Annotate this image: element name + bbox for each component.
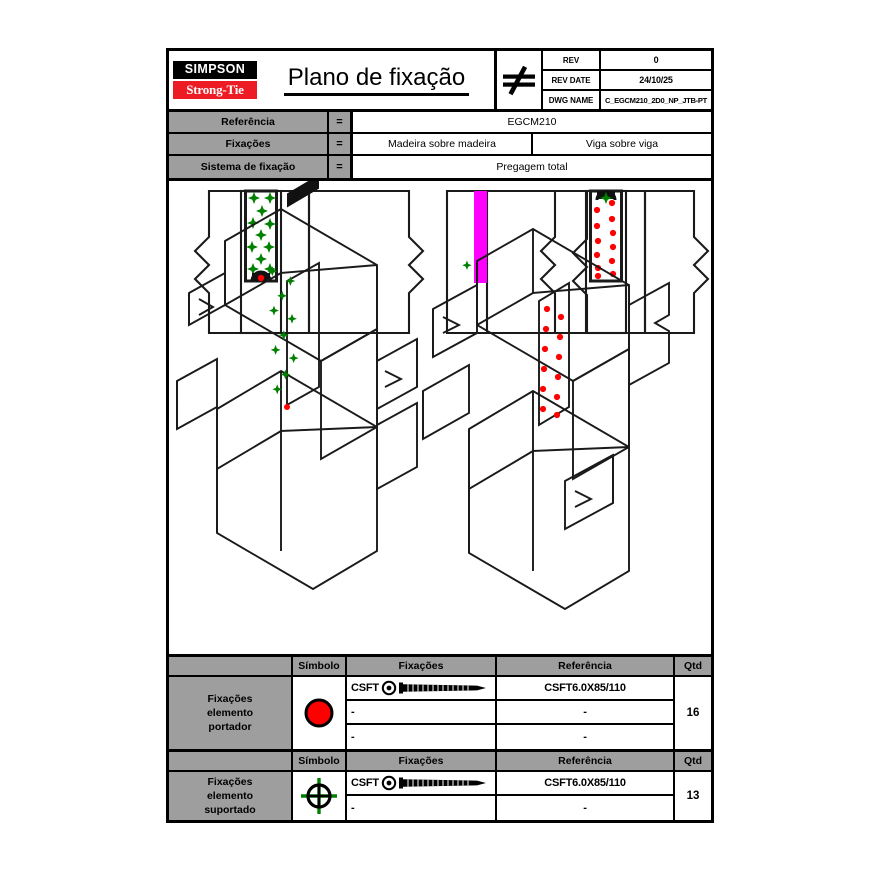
info-value-referencia: EGCM210 bbox=[353, 112, 711, 132]
simpson-strongtie-logo: SIMPSON Strong-Tie bbox=[169, 51, 259, 109]
legend-header-referencia-2: Referência bbox=[497, 752, 675, 770]
legend-fixacao-cell: - bbox=[347, 796, 497, 820]
rev-row: REV 0 bbox=[543, 51, 711, 71]
info-row-sistema: Sistema de fixação = Pregagem total bbox=[169, 156, 711, 178]
view-2d-left-red-marker bbox=[257, 274, 265, 282]
rev-date-row: REV DATE 24/10/25 bbox=[543, 71, 711, 91]
rev-label: REV bbox=[543, 51, 601, 69]
drawing-canvas bbox=[169, 181, 711, 654]
legend-header-row-1: Símbolo Fixações Referência Qtd bbox=[169, 657, 711, 677]
title-block: SIMPSON Strong-Tie Plano de fixação REV … bbox=[169, 51, 711, 112]
legend-symbol-cell-supported bbox=[293, 772, 347, 820]
legend-referencia-value: - bbox=[497, 701, 673, 723]
view-2d-middle bbox=[445, 189, 589, 335]
legend-qtd-supported: 13 bbox=[675, 772, 711, 820]
info-label-fixacoes: Fixações bbox=[169, 134, 329, 154]
legend-desc-line-3: portador bbox=[208, 721, 252, 734]
rev-date-value: 24/10/25 bbox=[639, 75, 673, 85]
legend-rows-supported: CSFT bbox=[347, 772, 675, 820]
info-eq-referencia: = bbox=[329, 112, 353, 132]
legend-row: - - bbox=[347, 725, 673, 749]
rev-value: 0 bbox=[653, 55, 659, 65]
view-3d-left bbox=[176, 207, 418, 591]
legend-fixacao-label: - bbox=[351, 731, 355, 743]
legend-row: CSFT bbox=[347, 772, 673, 796]
legend-header-simbolo-2: Símbolo bbox=[293, 752, 347, 770]
legend-referencia-value: - bbox=[497, 796, 673, 820]
rev-date-label: REV DATE bbox=[543, 71, 601, 89]
projection-symbol-cell bbox=[497, 51, 543, 109]
legend-fixacao-cell: CSFT bbox=[347, 772, 497, 794]
legend-desc-line-2: elemento bbox=[206, 706, 254, 719]
info-label-referencia: Referência bbox=[169, 112, 329, 132]
legend-fixacao-cell: - bbox=[347, 725, 497, 749]
legend-symbol-cell-carrier bbox=[293, 677, 347, 749]
legend-header-blank-2 bbox=[169, 752, 293, 770]
legend-referencia-value: CSFT6.0X85/110 bbox=[497, 772, 673, 794]
view-2d-left-green-markers bbox=[246, 192, 276, 275]
legend-header-fixacoes-1: Fixações bbox=[347, 657, 497, 675]
info-value-sistema: Pregagem total bbox=[353, 156, 711, 178]
info-row-fixacoes: Fixações = Madeira sobre madeira Viga so… bbox=[169, 134, 711, 156]
legend-description-carrier: Fixações elemento portador bbox=[169, 677, 293, 749]
legend-fixacao-cell: - bbox=[347, 701, 497, 723]
view-2d-middle-magenta-band bbox=[474, 191, 487, 283]
legend-row: CSFT bbox=[347, 677, 673, 701]
view-2d-right-connector bbox=[595, 189, 617, 204]
view-3d-left-markers bbox=[267, 181, 319, 410]
info-row-referencia: Referência = EGCM210 bbox=[169, 112, 711, 134]
legend-fixacao-label: - bbox=[351, 706, 355, 718]
dwg-name-row: DWG NAME C_EGCM210_2D0_NP_JTB-PT bbox=[543, 91, 711, 109]
info-value-fixacoes-2: Viga sobre viga bbox=[531, 134, 711, 154]
legend-fixacao-label: CSFT bbox=[351, 777, 379, 789]
not-equal-icon bbox=[503, 65, 535, 96]
legend-fixacao-cell: CSFT bbox=[347, 677, 497, 699]
view-2d-left bbox=[193, 189, 425, 335]
legend-body-2: Fixações elemento suportado bbox=[169, 772, 711, 820]
legend-header-referencia-1: Referência bbox=[497, 657, 675, 675]
legend-header-qtd-2: Qtd bbox=[683, 755, 703, 767]
legend-header-row-2: Símbolo Fixações Referência Qtd bbox=[169, 752, 711, 772]
info-label-sistema: Sistema de fixação bbox=[169, 156, 329, 178]
legend-desc-line-3: suportado bbox=[204, 804, 256, 817]
info-table: Referência = EGCM210 Fixações = Madeira … bbox=[169, 112, 711, 181]
revision-meta-block: REV 0 REV DATE 24/10/25 DWG NAME C_EGCM2… bbox=[543, 51, 711, 109]
info-eq-fixacoes: = bbox=[329, 134, 353, 154]
legend-referencia-value: CSFT6.0X85/110 bbox=[497, 677, 673, 699]
logo-strongtie-text: Strong-Tie bbox=[173, 80, 257, 99]
legend-header-simbolo-1: Símbolo bbox=[293, 657, 347, 675]
legend-desc-line-1: Fixações bbox=[207, 692, 253, 705]
legend-header-qtd-1: Qtd bbox=[683, 660, 703, 672]
red-filled-circle-icon bbox=[304, 698, 334, 728]
info-value-fixacoes-1: Madeira sobre madeira bbox=[353, 134, 531, 154]
dwg-name-value: C_EGCM210_2D0_NP_JTB-PT bbox=[605, 95, 707, 105]
dwg-name-label: DWG NAME bbox=[543, 91, 601, 109]
legend-body-1: Fixações elemento portador CSFT bbox=[169, 677, 711, 749]
legend-table-supported: Símbolo Fixações Referência Qtd Fixações… bbox=[169, 749, 711, 820]
info-eq-sistema: = bbox=[329, 156, 353, 178]
view-3d-right bbox=[422, 227, 670, 611]
legend-description-supported: Fixações elemento suportado bbox=[169, 772, 293, 820]
legend-table-carrier: Símbolo Fixações Referência Qtd Fixações… bbox=[169, 654, 711, 749]
green-crosshair-circle-icon bbox=[301, 778, 337, 814]
legend-header-fixacoes-2: Fixações bbox=[347, 752, 497, 770]
legend-desc-line-1: Fixações bbox=[207, 775, 253, 788]
legend-referencia-value: - bbox=[497, 725, 673, 749]
legend-row: - - bbox=[347, 701, 673, 725]
drawing-title-cell: Plano de fixação bbox=[259, 51, 497, 109]
legend-header-blank-1 bbox=[169, 657, 293, 675]
legend-fixacao-label: CSFT bbox=[351, 682, 379, 694]
legend-rows-carrier: CSFT bbox=[347, 677, 675, 749]
technical-drawing bbox=[176, 181, 710, 611]
page-title: Plano de fixação bbox=[283, 64, 470, 96]
view-2d-right bbox=[539, 189, 710, 335]
legend-row: - - bbox=[347, 796, 673, 820]
legend-fixacao-label: - bbox=[351, 802, 355, 814]
screw-icon bbox=[381, 680, 486, 696]
screw-icon bbox=[381, 775, 486, 791]
legend-desc-line-2: elemento bbox=[206, 789, 254, 802]
drawing-frame: SIMPSON Strong-Tie Plano de fixação REV … bbox=[166, 48, 714, 823]
legend-qtd-carrier: 16 bbox=[675, 677, 711, 749]
logo-simpson-text: SIMPSON bbox=[173, 61, 257, 79]
